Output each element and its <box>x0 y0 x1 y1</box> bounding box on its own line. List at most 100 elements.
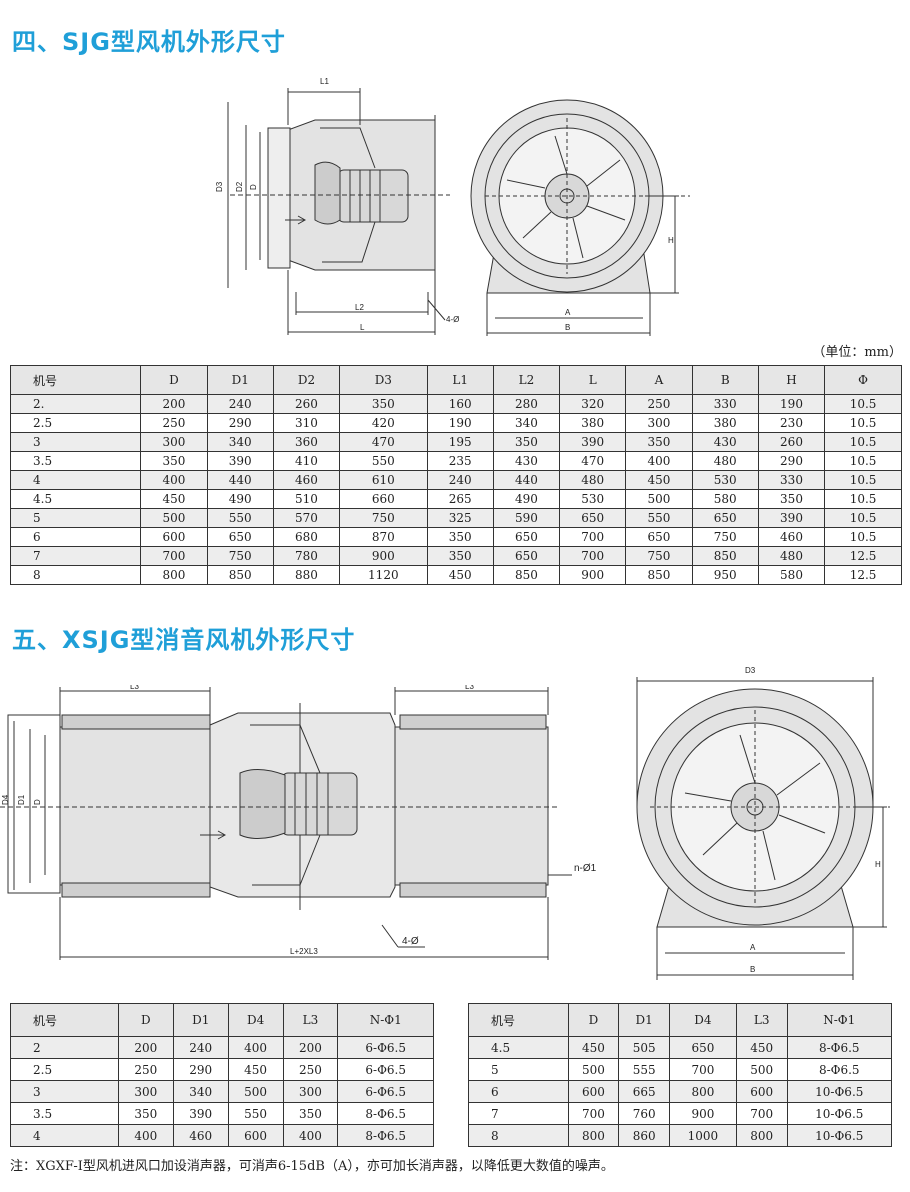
column-header: D <box>140 365 208 395</box>
table-cell: 5 <box>468 1058 569 1081</box>
table-cell: 265 <box>426 489 494 509</box>
table-cell: 900 <box>559 565 627 585</box>
table-cell: 320 <box>559 394 627 414</box>
table-cell: 350 <box>117 1102 174 1125</box>
section4-title: 四、SJG型风机外形尺寸 <box>12 28 286 56</box>
table-cell: 6-Φ6.5 <box>337 1036 434 1059</box>
label-d-s5: D <box>33 799 42 805</box>
table-cell: 700 <box>567 1102 620 1125</box>
table-cell: 2.5 <box>9 413 142 433</box>
label-4phi-s5: 4-Ø <box>402 936 419 947</box>
column-header: D1 <box>618 1003 670 1037</box>
table-cell: 750 <box>206 546 274 566</box>
table-cell: 10.5 <box>824 527 902 547</box>
table-cell: 850 <box>492 565 561 585</box>
table-cell: 470 <box>339 432 428 452</box>
table-cell: 6-Φ6.5 <box>337 1080 434 1103</box>
table-cell: 8 <box>468 1124 569 1147</box>
table-cell: 530 <box>559 489 627 509</box>
table-cell: 3 <box>10 1080 119 1103</box>
table-cell: 340 <box>206 432 274 452</box>
table-cell: 600 <box>140 527 208 547</box>
table-cell: 190 <box>757 394 826 414</box>
table-cell: 880 <box>272 565 341 585</box>
table-cell: 250 <box>140 413 208 433</box>
table-cell: 555 <box>618 1058 670 1081</box>
table-cell: 650 <box>206 527 274 547</box>
table-cell: 8-Φ6.5 <box>786 1058 893 1081</box>
table-cell: 390 <box>206 451 274 471</box>
table-cell: 450 <box>140 489 208 509</box>
table-cell: 700 <box>140 546 208 566</box>
table-cell: 410 <box>272 451 341 471</box>
label-d4: D4 <box>1 794 10 805</box>
table-cell: 8-Φ6.5 <box>337 1102 434 1125</box>
label-d: D <box>249 184 258 190</box>
table-cell: 600 <box>567 1080 620 1103</box>
column-header: 机号 <box>10 1003 119 1037</box>
table-cell: 350 <box>339 394 428 414</box>
table-cell: 440 <box>206 470 274 490</box>
table-cell: 750 <box>625 546 693 566</box>
table-cell: 460 <box>172 1124 229 1147</box>
table-cell: 780 <box>272 546 341 566</box>
column-header: D1 <box>206 365 274 395</box>
section5-title: 五、XSJG型消音风机外形尺寸 <box>12 626 356 654</box>
table-cell: 160 <box>426 394 494 414</box>
table-cell: 850 <box>691 546 759 566</box>
column-header: D1 <box>172 1003 229 1037</box>
table-cell: 660 <box>339 489 428 509</box>
table-cell: 200 <box>117 1036 174 1059</box>
table-cell: 12.5 <box>824 546 902 566</box>
table-cell: 800 <box>140 565 208 585</box>
table-cell: 8-Φ6.5 <box>337 1124 434 1147</box>
table-cell: 390 <box>172 1102 229 1125</box>
table-cell: 510 <box>272 489 341 509</box>
table-cell: 10.5 <box>824 470 902 490</box>
table-cell: 480 <box>691 451 759 471</box>
table-cell: 650 <box>492 527 561 547</box>
table-cell: 230 <box>757 413 826 433</box>
table-cell: 1000 <box>669 1124 737 1147</box>
label-b: B <box>565 323 570 332</box>
table-cell: 580 <box>691 489 759 509</box>
label-b-s5: B <box>750 965 755 974</box>
column-header: N-Φ1 <box>337 1003 434 1037</box>
column-header: Φ <box>824 365 902 395</box>
table-cell: 250 <box>282 1058 339 1081</box>
table-cell: 290 <box>757 451 826 471</box>
table-cell: 430 <box>691 432 759 452</box>
label-d2: D2 <box>235 181 244 192</box>
table-cell: 550 <box>625 508 693 528</box>
column-header: L <box>559 365 627 395</box>
table-cell: 4.5 <box>468 1036 569 1059</box>
table-cell: 2 <box>10 1036 119 1059</box>
table-cell: 7 <box>468 1102 569 1125</box>
table-cell: 350 <box>492 432 561 452</box>
table-cell: 280 <box>492 394 561 414</box>
table-cell: 10.5 <box>824 394 902 414</box>
label-l3-right: L3 <box>465 685 474 691</box>
footnote: 注：XGXF-Ⅰ型风机进风口加设消声器，可消声6-15dB（A），亦可加长消声器… <box>10 1159 614 1174</box>
xsjg-side-view: L3 L3 D4 D1 D n-Ø1 4-Ø L+2XL3 <box>0 685 597 960</box>
table-cell: 700 <box>735 1102 788 1125</box>
label-4phi: 4-Ø <box>446 315 459 324</box>
column-header: D <box>567 1003 620 1037</box>
table-cell: 480 <box>559 470 627 490</box>
column-header: L3 <box>282 1003 339 1037</box>
table-cell: 460 <box>272 470 341 490</box>
table-cell: 325 <box>426 508 494 528</box>
